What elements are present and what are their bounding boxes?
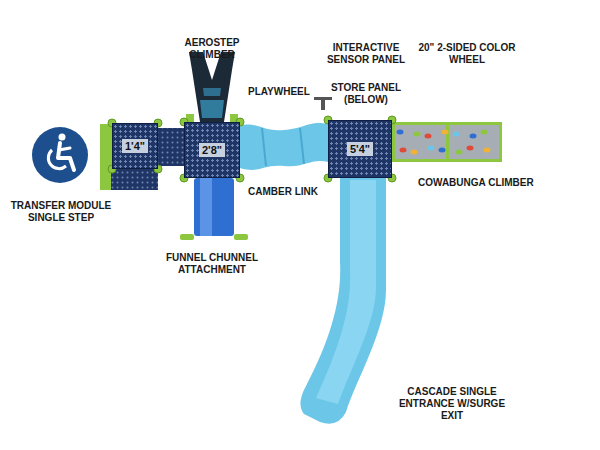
part-name: STORE PANEL (BELOW) [328,82,404,106]
climbing-hold [411,150,418,155]
cascade-slide [300,178,386,424]
climbing-hold [456,150,463,155]
cowabunga-climber [392,122,502,162]
deck-platform: 2'8" [184,122,240,178]
deck-height: 2'8" [199,143,225,157]
climbing-hold [481,130,488,135]
deck-posts [108,116,396,182]
part-name: 20" 2-SIDED COLOR WHEEL [412,42,522,66]
climbing-hold [425,134,432,139]
part-name: PLAYWHEEL [248,86,328,98]
climbing-hold [484,148,491,153]
part-name: FUNNEL CHUNNEL ATTACHMENT [150,252,274,276]
climbing-hold [467,146,474,151]
playwheel [314,97,332,110]
deck-platform: 1'4" [112,123,158,169]
part-name: COWABUNGA CLIMBER [418,177,548,189]
funnel-chunnel [180,178,248,240]
part-name: CAMBER LINK [248,186,338,198]
deck-height: 1'4" [122,139,148,153]
deck-height: 5'4" [347,142,373,156]
camber-link [240,123,328,170]
part-name: CASCADE SINGLE ENTRANCE W/SURGE EXIT [388,386,516,422]
part-name: INTERACTIVE SENSOR PANEL [318,42,414,66]
part-name: AEROSTEP CLIMBER [170,37,254,61]
climbing-hold [414,132,421,137]
climbing-hold [470,134,477,139]
climbing-hold [453,132,460,137]
aerostep-climber [186,52,238,122]
deck-platform: 5'4" [328,120,392,178]
climbing-hold [400,148,407,153]
accessibility-icon [32,127,88,183]
climbing-hold [428,146,435,151]
part-name: TRANSFER MODULE SINGLE STEP [6,200,116,224]
climbing-hold [397,130,404,135]
transfer-module [100,124,186,190]
climbing-hold [442,130,449,135]
climbing-hold [439,148,446,153]
